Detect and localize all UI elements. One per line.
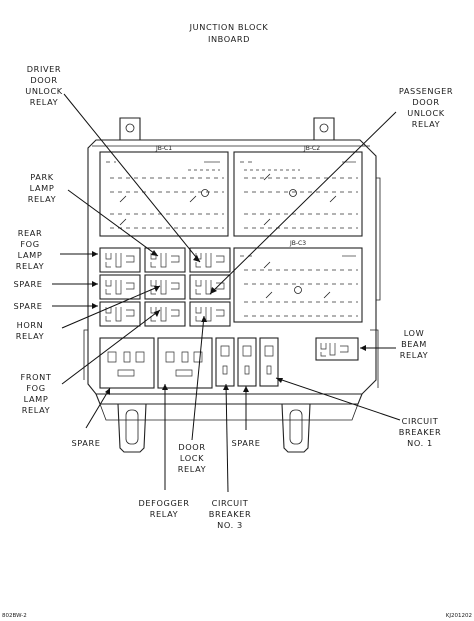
label-line: FOG [26, 383, 45, 393]
figure-code-left: 802BW-2 [2, 613, 27, 619]
label-line: SPARE [13, 279, 42, 289]
label-line: RELAY [22, 405, 51, 415]
label-low-beam-relay: LOW BEAM RELAY [400, 328, 429, 360]
label-line: DOOR [30, 75, 57, 85]
label-spare-1: SPARE [13, 279, 42, 289]
figure-code-right: KJ201202 [446, 613, 472, 619]
label-line: RELAY [412, 119, 441, 129]
label-line: BREAKER [209, 509, 252, 519]
label-line: CIRCUIT [212, 498, 249, 508]
label-line: HORN [17, 320, 44, 330]
label-circuit-breaker-3: CIRCUIT BREAKER NO. 3 [209, 498, 252, 530]
label-line: NO. 3 [217, 520, 243, 530]
connector-jb-c2-label: JB-C2 [303, 145, 320, 152]
circuit-breaker-slots [215, 337, 279, 387]
label-line: SPARE [231, 438, 260, 448]
label-line: RELAY [150, 509, 179, 519]
label-line: LOW [404, 328, 425, 338]
label-spare-bottom-mid: SPARE [231, 438, 260, 448]
diagram-title-line-1: JUNCTION BLOCK [189, 22, 269, 32]
low-beam-relay-block [315, 337, 359, 361]
label-line: UNLOCK [407, 108, 445, 118]
label-line: PASSENGER [399, 86, 453, 96]
label-line: BREAKER [399, 427, 442, 437]
label-line: LOCK [180, 453, 204, 463]
label-line: RELAY [16, 331, 45, 341]
label-door-lock-relay: DOOR LOCK RELAY [178, 442, 207, 474]
label-line: DOOR [412, 97, 439, 107]
label-line: REAR [18, 228, 43, 238]
label-line: RELAY [16, 261, 45, 271]
label-line: PARK [30, 172, 54, 182]
connector-jb-c2: JB-C2 [233, 145, 363, 237]
leader-lines [52, 93, 401, 493]
label-defogger-relay: DEFOGGER RELAY [139, 498, 190, 519]
connector-jb-c1-label: JB-C1 [155, 145, 172, 152]
label-line: FRONT [21, 372, 52, 382]
junction-block-housing [83, 117, 381, 453]
large-relays [99, 337, 213, 389]
diagram-title-line-2: INBOARD [208, 34, 250, 44]
label-line: BEAM [401, 339, 427, 349]
label-line: RELAY [178, 464, 207, 474]
label-circuit-breaker-1: CIRCUIT BREAKER NO. 1 [399, 416, 442, 448]
label-line: UNLOCK [25, 86, 63, 96]
label-rear-fog-lamp-relay: REAR FOG LAMP RELAY [16, 228, 45, 271]
connector-jb-c3-label: JB-C3 [289, 240, 306, 247]
label-line: NO. 1 [407, 438, 433, 448]
label-line: DEFOGGER [139, 498, 190, 508]
label-line: LAMP [24, 394, 49, 404]
label-line: DOOR [178, 442, 205, 452]
label-spare-bottom-left: SPARE [71, 438, 100, 448]
small-relay-grid [99, 247, 231, 327]
label-line: DRIVER [27, 64, 61, 74]
label-horn-relay: HORN RELAY [16, 320, 45, 341]
label-front-fog-lamp-relay: FRONT FOG LAMP RELAY [21, 372, 52, 415]
label-park-lamp-relay: PARK LAMP RELAY [28, 172, 57, 204]
connector-jb-c1: JB-C1 [99, 145, 229, 237]
label-driver-door-unlock-relay: DRIVER DOOR UNLOCK RELAY [25, 64, 63, 107]
label-line: LAMP [18, 250, 43, 260]
label-spare-2: SPARE [13, 301, 42, 311]
label-line: LAMP [30, 183, 55, 193]
label-line: SPARE [13, 301, 42, 311]
label-line: CIRCUIT [402, 416, 439, 426]
label-line: RELAY [30, 97, 59, 107]
label-line: RELAY [400, 350, 429, 360]
label-line: RELAY [28, 194, 57, 204]
label-line: FOG [20, 239, 39, 249]
label-passenger-door-unlock-relay: PASSENGER DOOR UNLOCK RELAY [399, 86, 453, 129]
connector-jb-c3: JB-C3 [233, 240, 363, 323]
label-line: SPARE [71, 438, 100, 448]
